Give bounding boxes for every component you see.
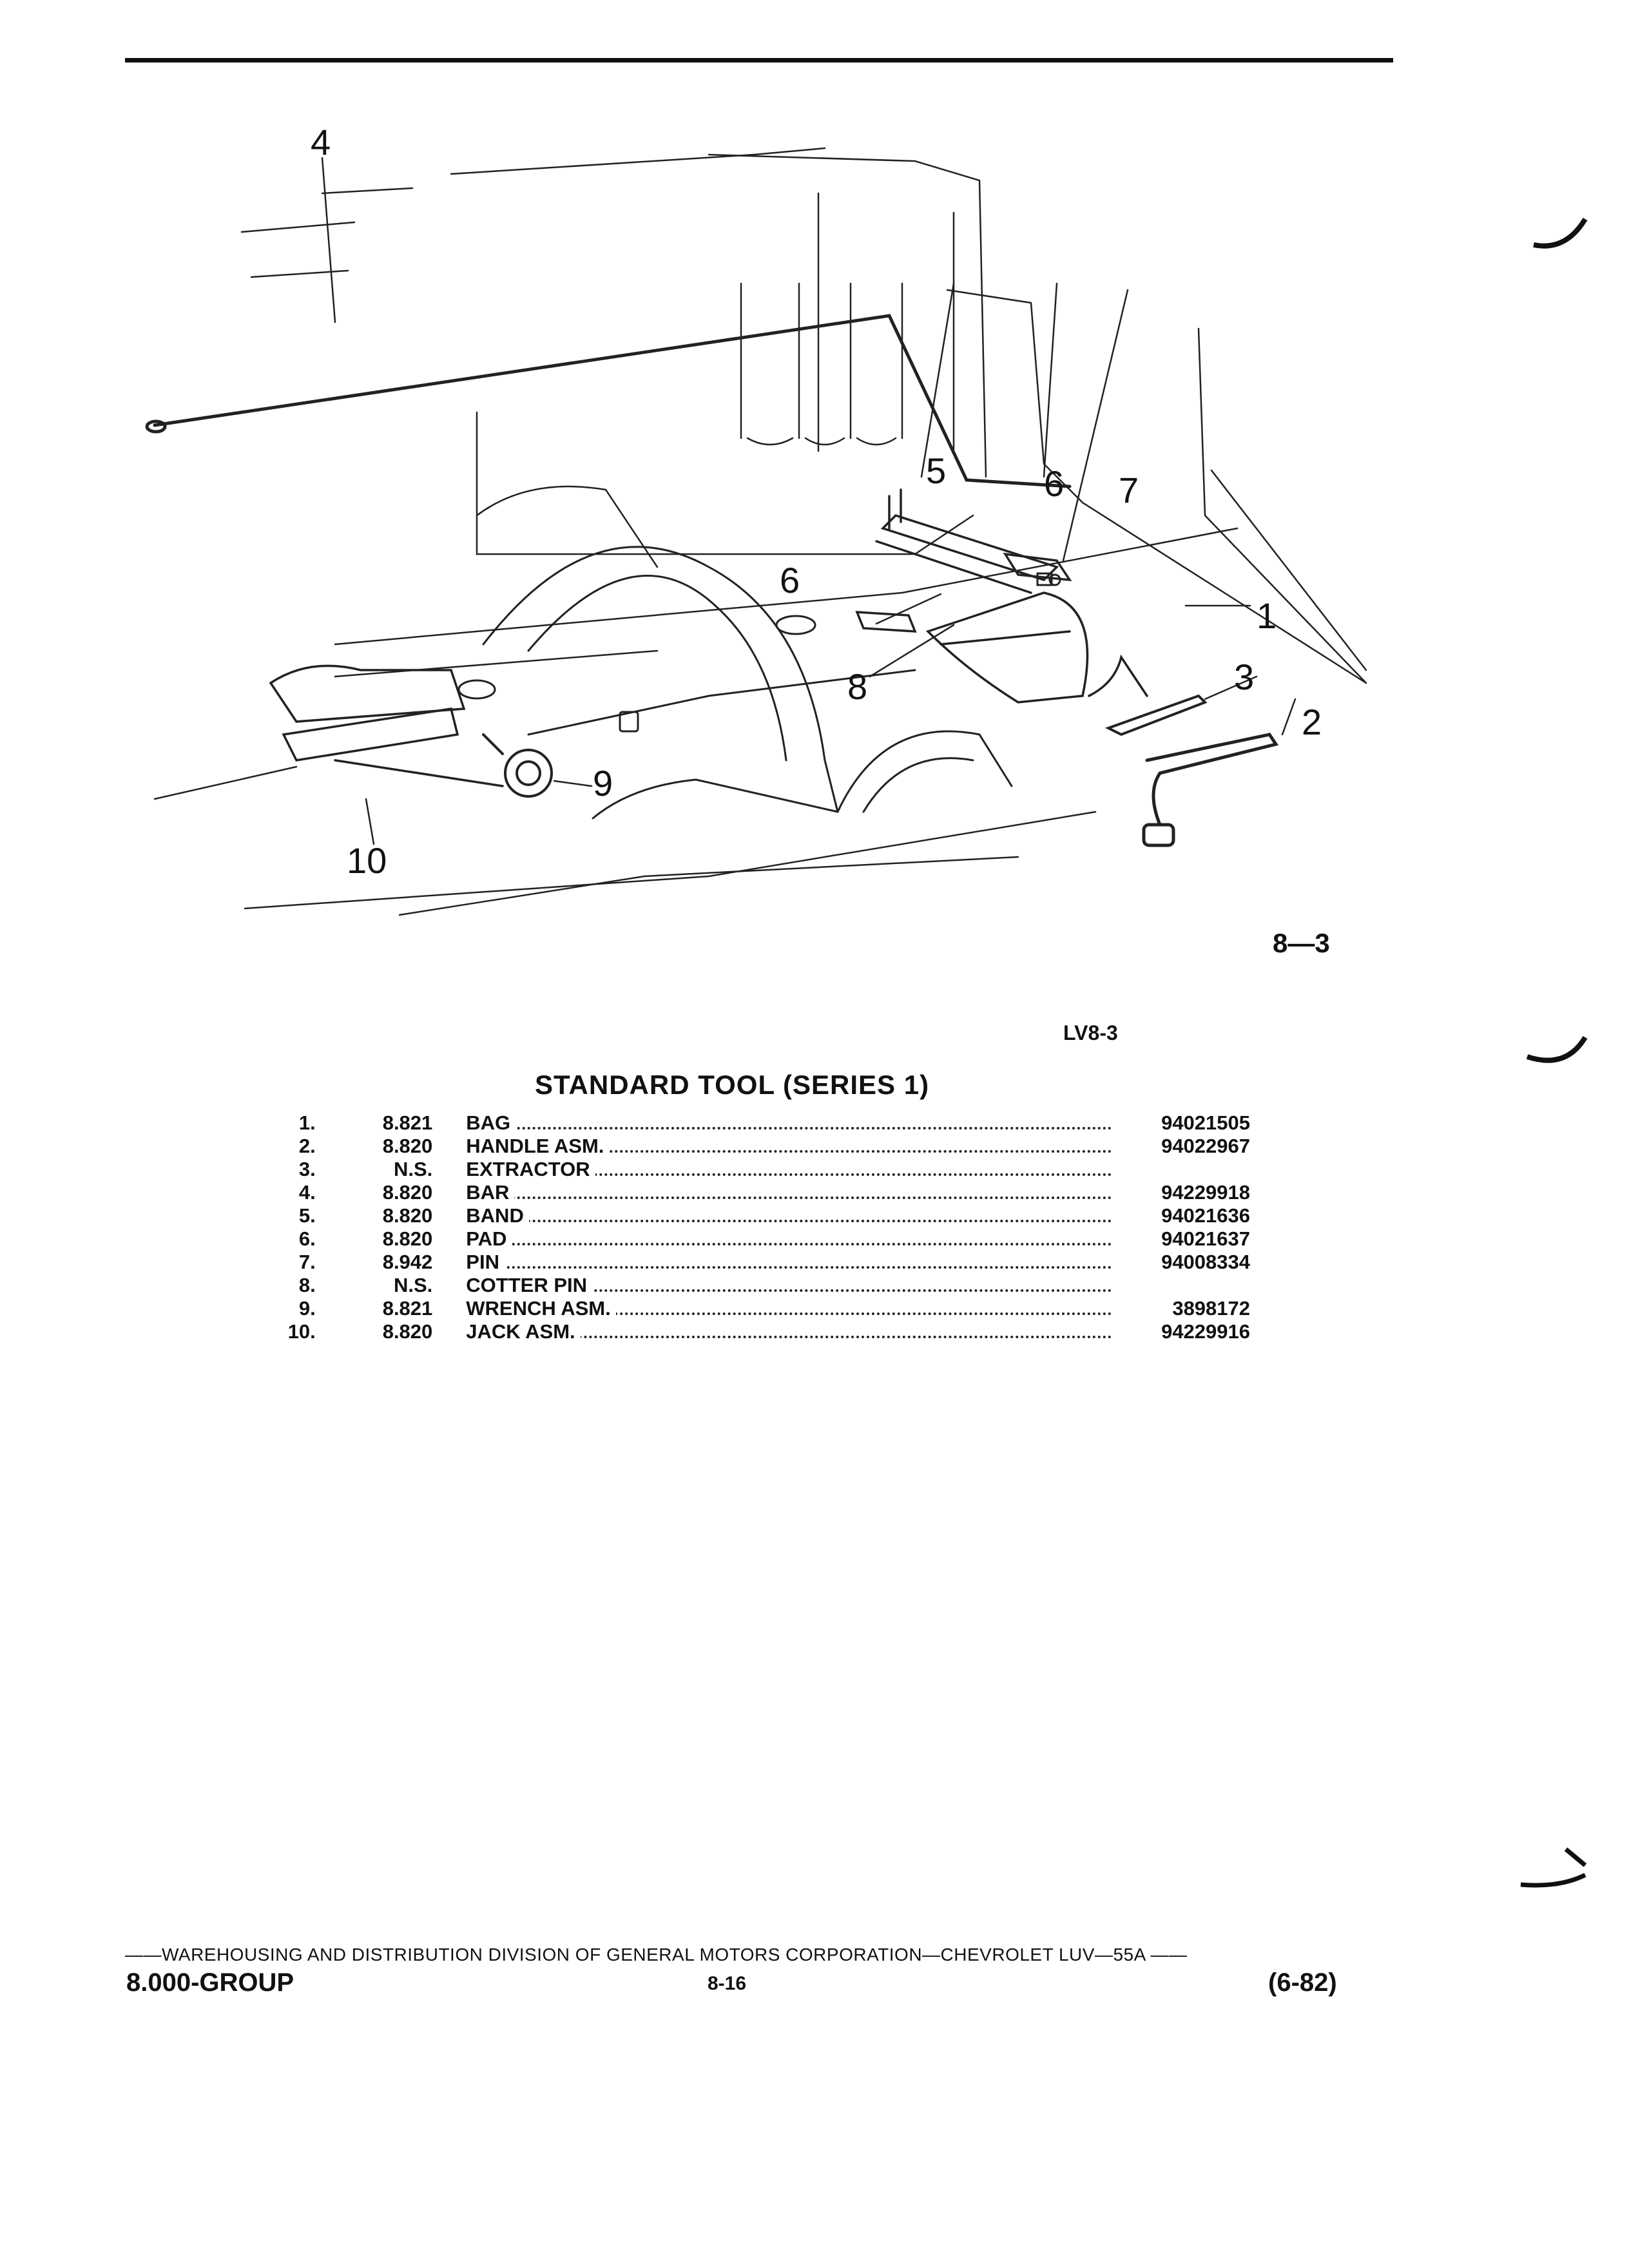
dot-leader — [466, 1289, 1112, 1292]
part-number — [1115, 1158, 1250, 1181]
callout-label: 1 — [1257, 595, 1277, 636]
binder-mark — [1520, 1847, 1587, 1888]
part-description: BAND — [432, 1204, 1115, 1227]
footer-page-number: 8-16 — [708, 1973, 747, 1994]
callout-label: 10 — [347, 840, 387, 881]
callout-label: 6 — [1044, 463, 1064, 504]
pin-part — [1036, 572, 1061, 586]
item-number: 2. — [298, 1135, 316, 1157]
callout-label: 5 — [926, 450, 946, 491]
part-number: 94022967 — [1161, 1135, 1251, 1157]
tunnel-humps — [458, 546, 1013, 820]
dot-leader — [466, 1312, 1112, 1315]
part-description: WRENCH ASM. — [432, 1297, 1115, 1320]
callout-label: 9 — [593, 763, 613, 803]
part-number: 94229916 — [1161, 1320, 1251, 1343]
part-description: EXTRACTOR — [432, 1158, 1115, 1181]
bar-part — [145, 314, 1072, 488]
item-number: 3. — [298, 1158, 316, 1180]
callout-label: 6 — [780, 560, 800, 601]
dot-leader — [466, 1220, 1112, 1222]
callout-label: 7 — [1119, 470, 1139, 510]
table-row: 3. N.S.EXTRACTOR — [258, 1158, 1250, 1181]
dot-leader — [466, 1336, 1112, 1338]
dot-leader — [466, 1243, 1112, 1245]
figure-number: 8—3 — [1273, 928, 1330, 958]
figure-code: LV8-3 — [1063, 1021, 1118, 1044]
part-number: 94021505 — [1161, 1111, 1251, 1134]
leader-lines — [321, 157, 1296, 845]
band-part — [875, 488, 1059, 594]
item-number: 9. — [298, 1297, 316, 1320]
handle-part — [1142, 733, 1279, 847]
group-number: 8.820 — [382, 1320, 433, 1343]
pad-parts — [855, 552, 1072, 633]
group-number: 8.820 — [382, 1227, 433, 1250]
floor-outline — [153, 147, 1367, 916]
exploded-view-illustration: 4 5 6 7 6 1 8 3 2 9 10 — [142, 116, 1405, 941]
dot-leader — [466, 1266, 1112, 1269]
callout-label: 2 — [1302, 702, 1322, 742]
part-number — [1115, 1274, 1250, 1297]
top-rule — [125, 58, 1393, 62]
callout-labels: 4 5 6 7 6 1 8 3 2 9 10 — [311, 122, 1322, 881]
extractor-part — [1104, 694, 1208, 736]
item-number: 5. — [298, 1204, 316, 1227]
item-number: 1. — [298, 1111, 316, 1134]
group-number: 8.820 — [382, 1181, 433, 1204]
item-number: 6. — [298, 1227, 316, 1250]
part-number: 94229918 — [1161, 1181, 1251, 1204]
part-number: 94008334 — [1161, 1251, 1251, 1273]
part-description: BAR — [432, 1181, 1115, 1204]
part-number: 3898172 — [1172, 1297, 1251, 1320]
part-number: 94021637 — [1161, 1227, 1251, 1250]
group-number: 8.820 — [382, 1204, 433, 1227]
callout-label: 8 — [847, 666, 867, 707]
dot-leader — [466, 1196, 1112, 1199]
dot-leader — [466, 1127, 1112, 1129]
footer-publisher: ——WAREHOUSING AND DISTRIBUTION DIVISION … — [125, 1945, 1188, 1965]
wrench-part — [482, 733, 553, 798]
group-number: 8.821 — [382, 1111, 433, 1134]
group-number: N.S. — [393, 1158, 433, 1180]
part-description: HANDLE ASM. — [432, 1135, 1115, 1158]
binder-mark — [1526, 1035, 1588, 1063]
bag-part — [925, 591, 1148, 704]
part-description: PAD — [432, 1227, 1115, 1251]
callout-label: 4 — [311, 122, 331, 162]
part-description: COTTER PIN — [432, 1274, 1115, 1297]
footer-group: 8.000-GROUP — [126, 1968, 294, 1997]
item-number: 10. — [287, 1320, 316, 1343]
binder-mark — [1533, 217, 1588, 249]
footer-date: (6-82) — [1268, 1968, 1337, 1997]
item-number: 4. — [298, 1181, 316, 1204]
dot-leader — [466, 1150, 1112, 1153]
table-row: 8. N.S.COTTER PIN — [258, 1274, 1250, 1297]
item-number: 7. — [298, 1251, 316, 1273]
group-number: 8.820 — [382, 1135, 433, 1157]
group-number: N.S. — [393, 1274, 433, 1296]
group-number: 8.821 — [382, 1297, 433, 1320]
jack-part — [269, 664, 504, 787]
table-title: STANDARD TOOL (SERIES 1) — [535, 1070, 930, 1100]
item-number: 8. — [298, 1274, 316, 1296]
part-description: BAG — [432, 1111, 1115, 1135]
group-number: 8.942 — [382, 1251, 433, 1273]
dot-leader — [466, 1173, 1112, 1176]
callout-label: 3 — [1234, 657, 1254, 697]
part-description: JACK ASM. — [432, 1320, 1115, 1343]
part-description: PIN — [432, 1251, 1115, 1274]
part-number: 94021636 — [1161, 1204, 1251, 1227]
